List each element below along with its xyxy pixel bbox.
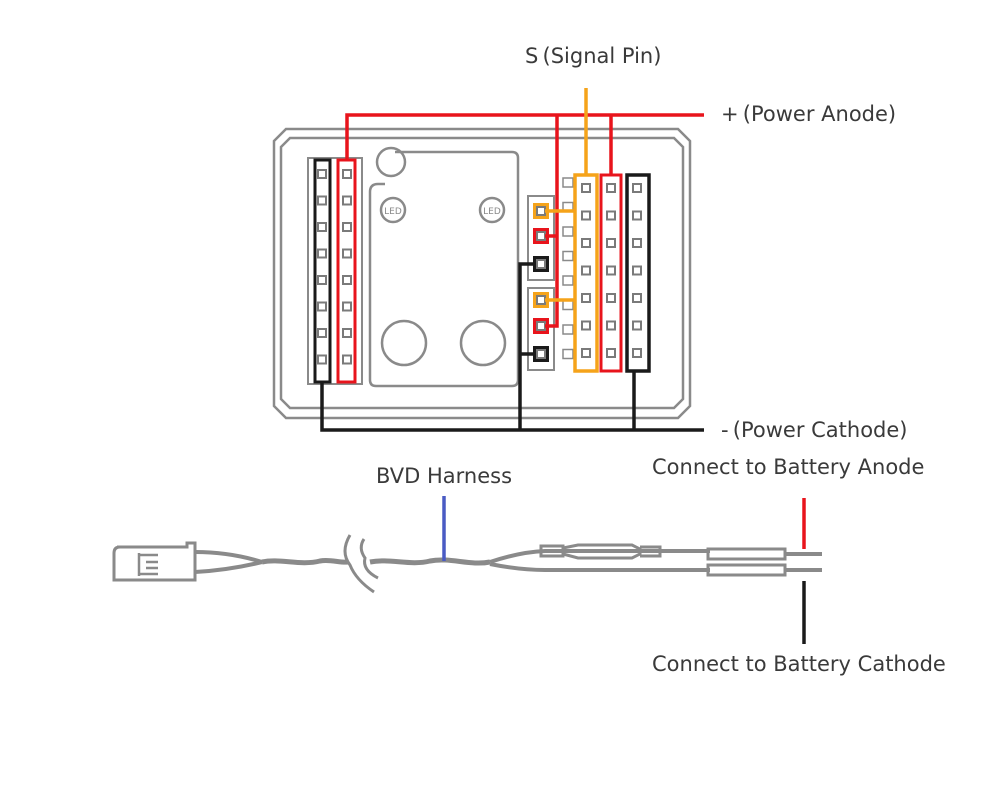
right-signal-pin — [581, 348, 591, 358]
connector-1-signal-pin-center — [536, 206, 546, 216]
module-notch-circle — [375, 146, 407, 178]
right-signal-pin — [581, 293, 591, 303]
left-ground-pin — [317, 222, 327, 232]
left-power-pin — [342, 275, 352, 285]
left-power-pin — [342, 222, 352, 232]
right-ground-pin — [632, 210, 642, 221]
ground-wires — [320, 262, 704, 432]
led-right-label: LED — [483, 207, 501, 217]
harness-cable — [194, 534, 822, 594]
led-left — [379, 196, 407, 224]
ground-bus-line — [320, 382, 704, 432]
cable-lower-run — [489, 562, 710, 572]
connector-2-ground-pin-center — [536, 349, 546, 359]
led-left-label: LED — [384, 207, 402, 217]
pin-tab — [562, 177, 574, 188]
terminal-cathode — [706, 563, 787, 577]
right-ground-pin — [632, 348, 642, 358]
left-power-pin — [342, 248, 352, 259]
ground-drop-connector — [518, 262, 535, 430]
left-power-pin — [342, 169, 352, 179]
right-power-pin — [606, 265, 616, 276]
pin-tab — [562, 226, 574, 237]
pin-tab — [562, 324, 574, 335]
led-right — [478, 196, 506, 224]
fuse-holder — [539, 543, 662, 560]
left-power-pin — [342, 328, 352, 338]
left-ground-pin — [317, 248, 327, 259]
bvd-harness — [112, 496, 822, 644]
left-ground-pin — [317, 328, 327, 338]
pin-tab — [562, 348, 574, 360]
left-power-rail — [336, 158, 357, 384]
right-signal-pin — [581, 210, 591, 221]
terminal-anode — [706, 547, 787, 561]
twisted-cable-left — [261, 557, 349, 566]
cable-split-lower — [194, 560, 263, 574]
connector-1-ground-pin-center — [536, 259, 546, 269]
left-ground-pin — [317, 275, 327, 285]
power-drop-connector — [545, 115, 559, 328]
left-power-pin — [342, 195, 352, 206]
cable-break-right — [359, 538, 379, 580]
mount-hole-left — [380, 319, 428, 367]
right-ground-pin — [632, 320, 642, 331]
right-signal-pin — [581, 320, 591, 331]
right-ground-pin — [632, 293, 642, 303]
right-header-block — [573, 173, 651, 373]
connector-2-signal-pin-center — [536, 295, 546, 305]
pin-tab — [562, 250, 574, 262]
left-header-pins — [317, 169, 352, 365]
board-inner-outline — [279, 136, 685, 410]
right-ground-pin — [632, 265, 642, 276]
signal-pin-label: S (Signal Pin) — [525, 44, 661, 68]
pin-tab — [562, 299, 574, 311]
left-ground-pin — [317, 195, 327, 206]
connector-1-power-pin-center — [536, 231, 546, 241]
pin-tabs — [562, 177, 574, 360]
right-power-pin — [606, 183, 616, 193]
battery-cathode-label: Connect to Battery Cathode — [652, 652, 946, 676]
cable-break-left — [343, 534, 375, 594]
left-power-pin — [342, 354, 352, 365]
left-ground-pin — [317, 301, 327, 312]
left-ground-pin — [317, 354, 327, 365]
left-power-pin — [342, 301, 352, 312]
right-signal-pin — [581, 238, 591, 248]
right-power-pin — [606, 320, 616, 331]
twisted-cable-right — [369, 557, 491, 566]
cable-split-upper — [194, 550, 263, 564]
cable-upper-run — [489, 549, 710, 564]
right-header-pins — [581, 183, 642, 358]
mount-hole-right — [459, 319, 507, 367]
center-module — [368, 146, 520, 388]
servo-connectors — [527, 195, 555, 371]
right-signal-pin — [581, 183, 591, 193]
right-signal-pin — [581, 265, 591, 276]
right-power-pin — [606, 348, 616, 358]
plug-terminals — [137, 553, 158, 576]
left-ground-rail — [313, 158, 332, 384]
right-power-pin — [606, 238, 616, 248]
harness-plug — [112, 541, 197, 582]
harness-label: BVD Harness — [376, 464, 512, 488]
power-anode-label: + (Power Anode) — [721, 102, 896, 126]
receiver-board — [272, 127, 692, 420]
right-ground-pin — [632, 183, 642, 193]
module-outline — [368, 150, 520, 388]
power-cathode-label: - (Power Cathode) — [721, 418, 908, 442]
right-power-pin — [606, 293, 616, 303]
right-ground-pin — [632, 238, 642, 248]
connector-pins — [533, 203, 549, 362]
battery-anode-label: Connect to Battery Anode — [652, 455, 924, 479]
right-power-pin — [606, 210, 616, 221]
left-header-block — [307, 157, 363, 385]
connector-2-power-pin-center — [536, 321, 546, 331]
pin-tab — [562, 275, 574, 286]
signal-wires — [545, 88, 588, 302]
left-ground-pin — [317, 169, 327, 179]
board-outer-outline — [272, 127, 692, 420]
